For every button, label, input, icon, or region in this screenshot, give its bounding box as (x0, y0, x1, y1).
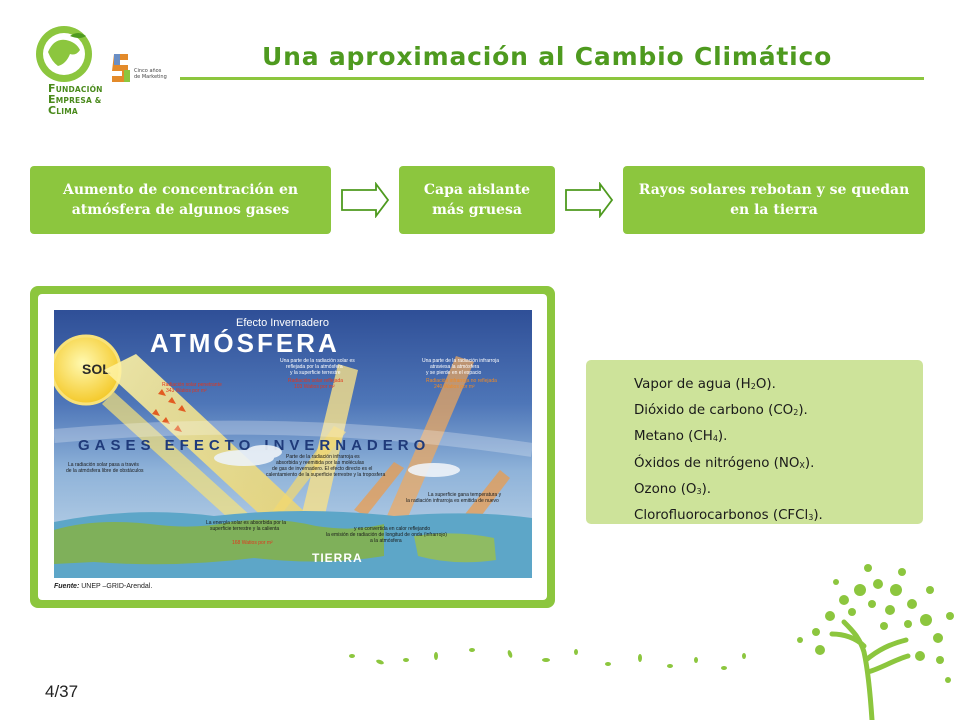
fundacion-empresa-clima-logo: FUNDACIÓN EMPRESA & CLIMA (26, 22, 106, 122)
atmosphere-label: ATMÓSFERA (150, 328, 340, 358)
process-step-2: Capa aislante más gruesa (399, 166, 555, 234)
note-energy: La energía solar es absorbida por la sup… (206, 520, 287, 546)
clouds (214, 445, 460, 477)
tree-decoration-icon (797, 564, 954, 720)
gas-layer-band (54, 420, 532, 457)
beam-arrowheads (152, 389, 186, 432)
land-area (54, 519, 384, 565)
list-item: Óxidos de nitrógeno (NOX). (634, 455, 815, 471)
infrared-beam-reemitted (354, 462, 404, 516)
arrow-right-icon (341, 182, 390, 218)
image-source: Fuente: UNEP –GRID-Arendal. (54, 583, 153, 590)
earth-label: TIERRA (312, 551, 363, 565)
note-convert: y es convertida en calor reflejando la e… (326, 526, 448, 544)
greenhouse-effect-diagram: SOL Efecto Invernadero ATMÓSFERA GASES E… (54, 310, 532, 578)
scattered-leaves-decoration (349, 648, 746, 670)
note-ir-out: Una parte de la radiación infrarroja atr… (422, 358, 500, 390)
greenhouse-gases-list: Vapor de agua (H2O). Dióxido de carbono … (634, 373, 823, 530)
gases-list-panel (586, 360, 923, 524)
cinco-logo-text: Cinco años de Marketing (134, 68, 167, 80)
diagram-title: Efecto Invernadero (236, 317, 329, 329)
land-area-right (414, 533, 496, 563)
cinco-anos-marketing-logo: Cinco años de Marketing (110, 50, 174, 86)
page-number: 4/37 (45, 682, 79, 701)
note-reflected: Una parte de la radiación solar es refle… (280, 358, 356, 390)
reflected-beam-secondary (262, 426, 346, 526)
note-surface: La superficie gana temperatura y la radi… (406, 492, 503, 504)
s-mark-icon (112, 54, 130, 82)
list-item: Vapor de agua (H2O). (634, 377, 776, 392)
note-penetrating: Radiación solar penetrante 343 Watios po… (162, 382, 223, 394)
list-item: Clorofluorocarbonos (CFCl3). (634, 508, 823, 524)
arrow-right-icon (565, 182, 614, 218)
globe-icon (36, 26, 92, 82)
list-item: Metano (CH4). (634, 429, 728, 445)
process-step-1: Aumento de concentración en atmósfera de… (30, 166, 331, 234)
incoming-solar-beam (104, 354, 322, 546)
gases-band-label: GASES EFECTO INVERNADERO (78, 437, 430, 454)
sun-label: SOL (82, 361, 111, 377)
note-pass: La radiación solar pasa a través de la a… (66, 462, 144, 474)
infrared-beam (374, 356, 474, 550)
list-item: Dióxido de carbono (CO2). (634, 403, 808, 419)
list-item: Ozono (O3). (634, 481, 712, 497)
diagram-notes: Radiación solar penetrante 343 Watios po… (66, 358, 503, 546)
fundacion-logo-text: FUNDACIÓN EMPRESA & CLIMA (48, 82, 103, 117)
page-title: Una aproximación al Cambio Climático (262, 42, 833, 71)
process-step-3: Rayos solares rebotan y se quedan en la … (623, 166, 925, 234)
incoming-solar-beam-lower (102, 392, 284, 554)
note-absorbed: Parte de la radiación infrarroja es abso… (266, 454, 385, 478)
title-underline (180, 77, 924, 80)
